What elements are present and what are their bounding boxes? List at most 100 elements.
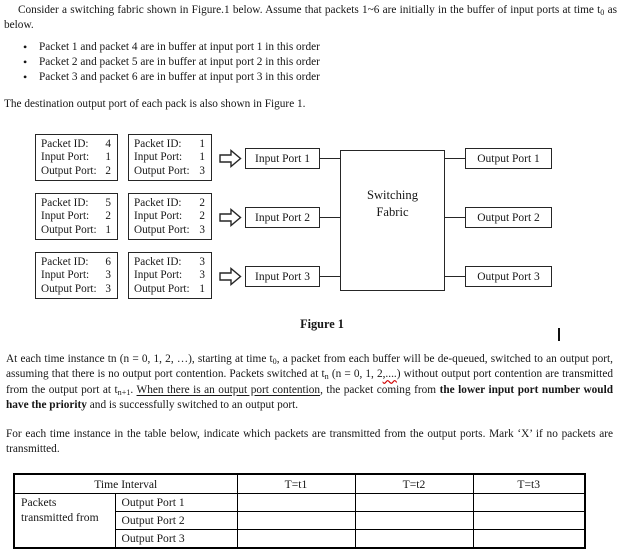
packet-field: Input Port: 2	[134, 210, 205, 224]
list-item: Packet 2 and packet 5 are in buffer at i…	[22, 55, 606, 70]
answer-cell-port2-t2[interactable]	[354, 511, 474, 530]
packet-field-label: Output Port:	[134, 282, 190, 295]
packet-field-label: Packet ID:	[41, 255, 89, 268]
answer-cell-port3-t2[interactable]	[354, 529, 474, 549]
packet-box: Packet ID: 2 Input Port: 2 Output Port: 3	[128, 193, 212, 240]
packet-field-value: 3	[199, 255, 205, 268]
list-item: Packet 3 and packet 6 are in buffer at i…	[22, 70, 606, 85]
output-port-box: Output Port 1	[465, 148, 552, 169]
table-header-row: Time Interval T=t1 T=t2 T=t3	[13, 473, 586, 494]
switching-fabric-box: Switching Fabric	[340, 150, 445, 291]
packet-field: Output Port: 3	[41, 283, 111, 297]
packet-field-value: 3	[199, 223, 205, 236]
answer-cell-port3-t1[interactable]	[236, 529, 356, 549]
packet-field-label: Output Port:	[41, 164, 97, 177]
connector-line	[445, 276, 465, 278]
packet-field-label: Input Port:	[41, 210, 90, 223]
packet-field: Input Port: 1	[134, 151, 205, 165]
packet-field: Packet ID: 4	[41, 138, 111, 152]
packet-box: Packet ID: 3 Input Port: 3 Output Port: 1	[128, 252, 212, 299]
packet-field: Output Port: 2	[41, 165, 111, 179]
table-row: Output Port 2	[14, 511, 586, 530]
packet-field-value: 1	[199, 137, 205, 150]
switching-fabric-label: Switching	[366, 188, 419, 202]
packet-field-value: 5	[105, 196, 111, 209]
row-label-output-port-2: Output Port 2	[114, 511, 238, 530]
packet-field-value: 1	[105, 223, 111, 236]
intro-paragraph: Consider a switching fabric shown in Fig…	[4, 4, 617, 32]
packet-field-label: Input Port:	[41, 269, 90, 282]
packet-field-label: Packet ID:	[134, 255, 182, 268]
packet-field-value: 3	[105, 282, 111, 295]
packet-field: Output Port: 3	[134, 224, 205, 238]
block-arrow-icon	[219, 149, 242, 168]
packet-field-label: Input Port:	[134, 210, 183, 223]
transmission-table: Time Interval T=t1 T=t2 T=t3 Packets tra…	[13, 473, 586, 549]
output-port-box: Output Port 3	[465, 266, 552, 287]
input-port-box: Input Port 2	[245, 207, 320, 228]
packet-field-value: 2	[199, 196, 205, 209]
answer-cell-port2-t1[interactable]	[236, 511, 356, 530]
packet-box: Packet ID: 1 Input Port: 1 Output Port: 3	[128, 134, 212, 181]
packet-field-label: Output Port:	[134, 164, 190, 177]
packet-field: Packet ID:5	[41, 197, 111, 211]
packet-field-value: 2	[199, 210, 205, 223]
packet-field-value: 6	[105, 255, 111, 268]
packet-field-label: Output Port:	[41, 282, 97, 295]
connector-line	[320, 217, 340, 219]
packet-field-label: Input Port:	[134, 151, 183, 164]
switching-fabric-label: Fabric	[376, 205, 409, 219]
buffer-order-list: Packet 1 and packet 4 are in buffer at i…	[22, 40, 606, 86]
packet-field: Output Port: 3	[134, 165, 205, 179]
packet-field-value: 4	[105, 137, 111, 150]
packet-box: Packet ID:5 Input Port: 2 Output Port: 1	[35, 193, 118, 240]
packet-field-label: Packet ID:	[134, 196, 182, 209]
answer-cell-port1-t2[interactable]	[354, 493, 474, 512]
figure-1-diagram: Packet ID:4 Input Port:1 Output Port:2 P…	[0, 125, 621, 341]
packet-field-value: 3	[199, 269, 205, 282]
connector-line	[445, 217, 465, 219]
packet-field: Input Port:3	[41, 269, 111, 283]
packet-field-label: Input Port:	[134, 269, 183, 282]
list-item: Packet 1 and packet 4 are in buffer at i…	[22, 40, 606, 55]
table-row: Packets transmitted from Output Port 1	[13, 493, 586, 549]
text-cursor	[558, 328, 560, 341]
packet-field-label: Output Port:	[41, 223, 97, 236]
block-arrow-icon	[219, 267, 242, 286]
packet-field-value: 2	[105, 164, 111, 177]
packet-field-label: Packet ID:	[134, 137, 182, 150]
input-port-box: Input Port 1	[245, 148, 320, 169]
table-header-t3: T=t3	[472, 473, 586, 494]
answer-cell-port1-t1[interactable]	[236, 493, 356, 512]
figure-caption: Figure 1	[300, 317, 344, 331]
packet-field: Packet ID: 3	[134, 256, 205, 270]
packet-field-value: 3	[199, 164, 205, 177]
packet-field: Input Port:1	[41, 151, 111, 165]
packet-field: Packet ID: 6	[41, 256, 111, 270]
packet-box: Packet ID: 4 Input Port:1 Output Port: 2	[35, 134, 118, 181]
packet-field: Output Port: 1	[134, 283, 205, 297]
answer-cell-port2-t3[interactable]	[472, 511, 586, 530]
connector-line	[320, 158, 340, 160]
connector-line	[445, 158, 465, 160]
packet-field-value: 1	[199, 151, 205, 164]
packet-field: Packet ID: 2	[134, 197, 205, 211]
packet-field-value: 1	[199, 282, 205, 295]
packet-field-value: 2	[105, 210, 111, 223]
packet-field-label: Packet ID:	[41, 137, 89, 150]
packet-field: Output Port: 1	[41, 224, 111, 238]
answer-cell-port3-t3[interactable]	[472, 529, 586, 549]
connector-line	[320, 276, 340, 278]
packet-box: Packet ID: 6 Input Port:3 Output Port: 3	[35, 252, 118, 299]
output-port-box: Output Port 2	[465, 207, 552, 228]
table-header-t2: T=t2	[354, 473, 474, 494]
block-arrow-icon	[219, 208, 242, 227]
task-paragraph: For each time instance in the table belo…	[6, 428, 613, 456]
packet-field: Input Port: 3	[134, 269, 205, 283]
table-header-time-interval: Time Interval	[13, 473, 238, 494]
destination-note: The destination output port of each pack…	[4, 98, 306, 110]
row-label-output-port-3: Output Port 3	[114, 529, 238, 549]
answer-cell-port1-t3[interactable]	[472, 493, 586, 512]
packet-field-label: Output Port:	[134, 223, 190, 236]
